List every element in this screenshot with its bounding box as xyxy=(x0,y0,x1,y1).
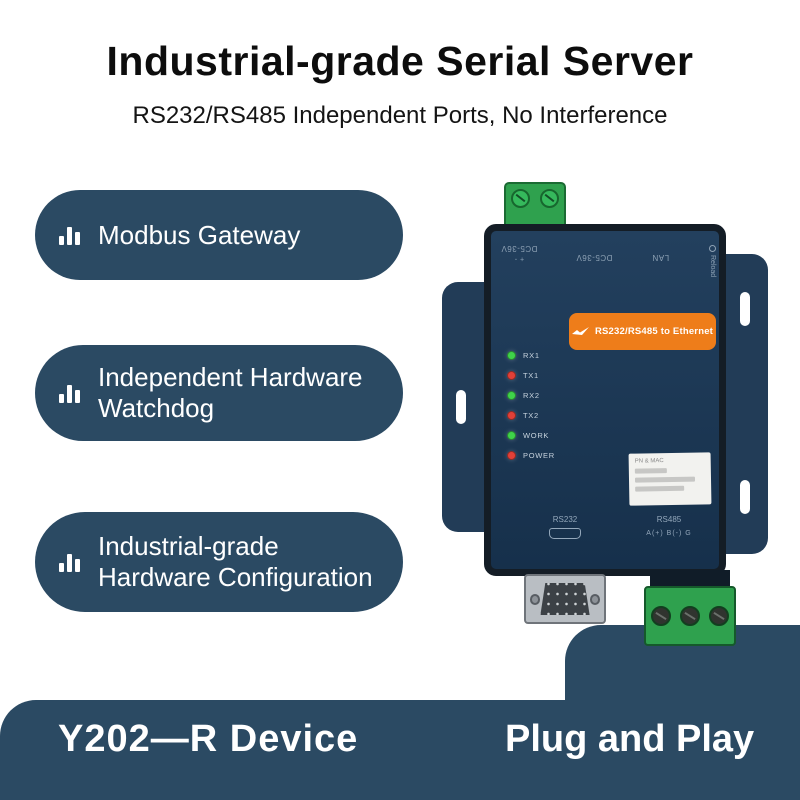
led-label: RX1 xyxy=(523,351,540,360)
led-label: TX1 xyxy=(523,371,539,380)
dc-power-text: DC5-36V xyxy=(501,244,538,253)
rs485-terminal-block xyxy=(644,586,736,646)
sticker-masked-line xyxy=(635,485,685,492)
device-body: + - DC5-36V DC5-36V LAN Reload RS232/RS4… xyxy=(484,224,726,576)
feature-line: Hardware Configuration xyxy=(98,562,373,592)
polarity-marks: + - xyxy=(514,254,525,262)
bottom-banner-right xyxy=(565,625,800,800)
bar-chart-icon xyxy=(59,552,80,572)
terminal-screw xyxy=(650,606,671,626)
sticker-masked-line xyxy=(634,476,695,483)
sticker-text: PN & MAC xyxy=(634,458,664,465)
feature-line: Independent Hardware xyxy=(98,362,363,392)
terminal-screw xyxy=(511,189,530,208)
device-top-labels: + - DC5-36V DC5-36V LAN xyxy=(501,243,669,262)
brand-logo-icon xyxy=(571,323,590,341)
sticker-masked-line xyxy=(634,468,667,474)
led-label: TX2 xyxy=(523,411,539,420)
connector-screw xyxy=(530,593,541,605)
led-dot xyxy=(507,371,516,380)
led-dot xyxy=(507,351,516,360)
led-label: RX2 xyxy=(523,391,540,400)
lan-text: LAN xyxy=(651,252,669,262)
lan-port-label: LAN xyxy=(652,243,669,262)
rs485-pinout-label: A(+) B(-) G xyxy=(646,530,692,537)
terminal-screw xyxy=(679,606,700,626)
feature-pill-hardware-configuration: Industrial-grade Hardware Configuration xyxy=(35,512,403,612)
led-row: POWER xyxy=(507,451,555,460)
db9-serial-connector xyxy=(524,574,606,624)
page-title: Industrial-grade Serial Server xyxy=(106,38,694,84)
terminal-neck xyxy=(650,570,730,590)
led-dot xyxy=(507,451,516,460)
dc-power-label: DC5-36V xyxy=(576,243,612,262)
device-model-text: Y202—R Device xyxy=(58,718,359,760)
plug-and-play-text: Plug and Play xyxy=(505,718,755,760)
bar-chart-icon xyxy=(59,225,80,245)
reload-text: Reload xyxy=(709,255,716,278)
db9-connector-face xyxy=(540,583,590,615)
reload-button-label: Reload xyxy=(709,245,716,277)
led-dot xyxy=(507,431,516,440)
feature-line: Industrial-grade xyxy=(98,531,279,561)
feature-line: Modbus Gateway xyxy=(98,219,301,250)
feature-label: Industrial-grade Hardware Configuration xyxy=(98,531,373,593)
mounting-flange-left xyxy=(442,282,488,532)
led-indicator-panel: RX1 TX1 RX2 TX2 WORK xyxy=(507,351,555,460)
mounting-slot xyxy=(740,292,750,326)
feature-pill-hardware-watchdog: Independent Hardware Watchdog xyxy=(35,345,403,441)
led-row: RX2 xyxy=(507,391,555,400)
led-label: WORK xyxy=(523,431,550,440)
dc-power-label: + - DC5-36V xyxy=(501,243,537,262)
feature-pill-modbus-gateway: Modbus Gateway xyxy=(35,190,403,280)
mounting-flange-right xyxy=(722,254,768,554)
dc-power-text: DC5-36V xyxy=(576,252,613,262)
reload-hole-icon xyxy=(709,245,716,252)
feature-label: Modbus Gateway xyxy=(98,220,300,251)
led-dot xyxy=(507,391,516,400)
connector-screw xyxy=(589,593,600,605)
led-dot xyxy=(507,411,516,420)
rs485-port-label: RS485 xyxy=(656,515,682,524)
rs232-port-label: RS232 xyxy=(552,515,578,524)
feature-label: Independent Hardware Watchdog xyxy=(98,362,363,424)
terminal-screw xyxy=(540,189,559,208)
serial-server-device: + - DC5-36V DC5-36V LAN Reload RS232/RS4… xyxy=(440,182,770,652)
led-row: RX1 xyxy=(507,351,555,360)
led-label: POWER xyxy=(523,451,555,460)
led-row: TX2 xyxy=(507,411,555,420)
mounting-slot xyxy=(456,390,466,424)
bar-chart-icon xyxy=(59,383,80,403)
feature-line: Watchdog xyxy=(98,393,215,423)
banner-text: RS232/RS485 to Ethernet xyxy=(594,326,714,337)
product-function-banner: RS232/RS485 to Ethernet xyxy=(569,313,716,350)
led-row: TX1 xyxy=(507,371,555,380)
product-info-sticker: PN & MAC xyxy=(628,452,712,506)
terminal-screw xyxy=(709,606,730,626)
led-row: WORK xyxy=(507,431,555,440)
db9-port-icon xyxy=(549,528,581,539)
mounting-slot xyxy=(740,480,750,514)
page-subtitle: RS232/RS485 Independent Ports, No Interf… xyxy=(132,102,668,129)
